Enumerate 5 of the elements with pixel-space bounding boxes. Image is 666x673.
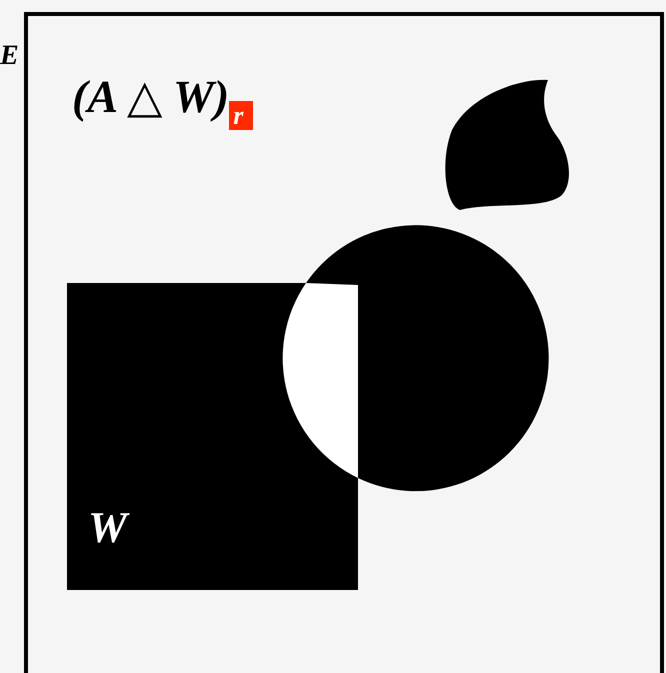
- set-label: E: [0, 42, 19, 70]
- set-expression: (A △ W)$_{r}$: [72, 74, 254, 129]
- set-label: W: [88, 506, 128, 550]
- set-square: [67, 283, 358, 590]
- universal-set-frame: [0, 12, 664, 673]
